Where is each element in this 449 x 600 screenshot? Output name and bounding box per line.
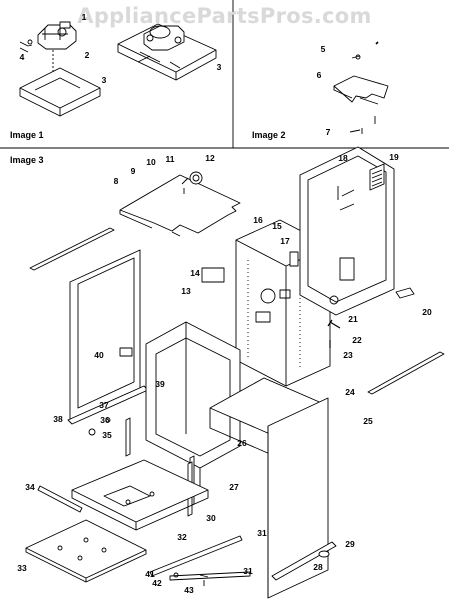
caption-image1: Image 1 bbox=[10, 130, 44, 140]
callout-31-top: 31 bbox=[257, 528, 267, 538]
watermark: AppliancePartsPros.com bbox=[77, 4, 372, 28]
callout-2: 2 bbox=[84, 50, 90, 60]
callout-42: 42 bbox=[152, 578, 162, 588]
callout-3-left: 3 bbox=[101, 75, 107, 85]
callout-35: 35 bbox=[102, 430, 112, 440]
callout-4: 4 bbox=[19, 52, 25, 62]
callout-38: 38 bbox=[53, 414, 63, 424]
callout-10: 10 bbox=[146, 157, 156, 167]
callout-29: 29 bbox=[345, 539, 355, 549]
callout-6: 6 bbox=[316, 70, 322, 80]
callout-25: 25 bbox=[363, 416, 373, 426]
caption-image3: Image 3 bbox=[10, 155, 44, 165]
callout-9: 9 bbox=[130, 166, 136, 176]
callout-7: 7 bbox=[325, 127, 331, 137]
callout-20: 20 bbox=[422, 307, 432, 317]
callout-11: 11 bbox=[165, 154, 175, 164]
callout-43: 43 bbox=[184, 585, 194, 595]
callout-28: 28 bbox=[313, 562, 323, 572]
callout-30: 30 bbox=[206, 513, 216, 523]
callout-17: 17 bbox=[280, 236, 290, 246]
callout-8: 8 bbox=[113, 176, 119, 186]
callout-33: 33 bbox=[17, 563, 27, 573]
callout-36: 36 bbox=[100, 415, 110, 425]
callout-21: 21 bbox=[348, 314, 358, 324]
callout-1: 1 bbox=[81, 12, 87, 22]
callout-34: 34 bbox=[25, 482, 35, 492]
image3-parts bbox=[25, 146, 445, 599]
callout-23: 23 bbox=[343, 350, 353, 360]
callout-26: 26 bbox=[237, 438, 247, 448]
callout-15: 15 bbox=[272, 221, 282, 231]
callout-31-bottom: 31 bbox=[243, 566, 253, 576]
callout-19: 19 bbox=[389, 152, 399, 162]
callout-39: 39 bbox=[155, 379, 165, 389]
callout-24: 24 bbox=[345, 387, 355, 397]
callout-27: 27 bbox=[229, 482, 239, 492]
callout-12: 12 bbox=[205, 153, 215, 163]
callout-16: 16 bbox=[253, 215, 263, 225]
callout-32: 32 bbox=[177, 532, 187, 542]
callout-41: 41 bbox=[145, 569, 155, 579]
callout-40: 40 bbox=[94, 350, 104, 360]
callout-3-right: 3 bbox=[216, 62, 222, 72]
callout-14: 14 bbox=[190, 268, 200, 278]
callout-13: 13 bbox=[181, 286, 191, 296]
caption-image2: Image 2 bbox=[252, 130, 286, 140]
callout-5: 5 bbox=[320, 44, 326, 54]
callout-22: 22 bbox=[352, 335, 362, 345]
callout-37: 37 bbox=[99, 400, 109, 410]
image2-parts bbox=[333, 41, 389, 134]
image1-parts bbox=[19, 21, 217, 117]
callout-18: 18 bbox=[338, 153, 348, 163]
